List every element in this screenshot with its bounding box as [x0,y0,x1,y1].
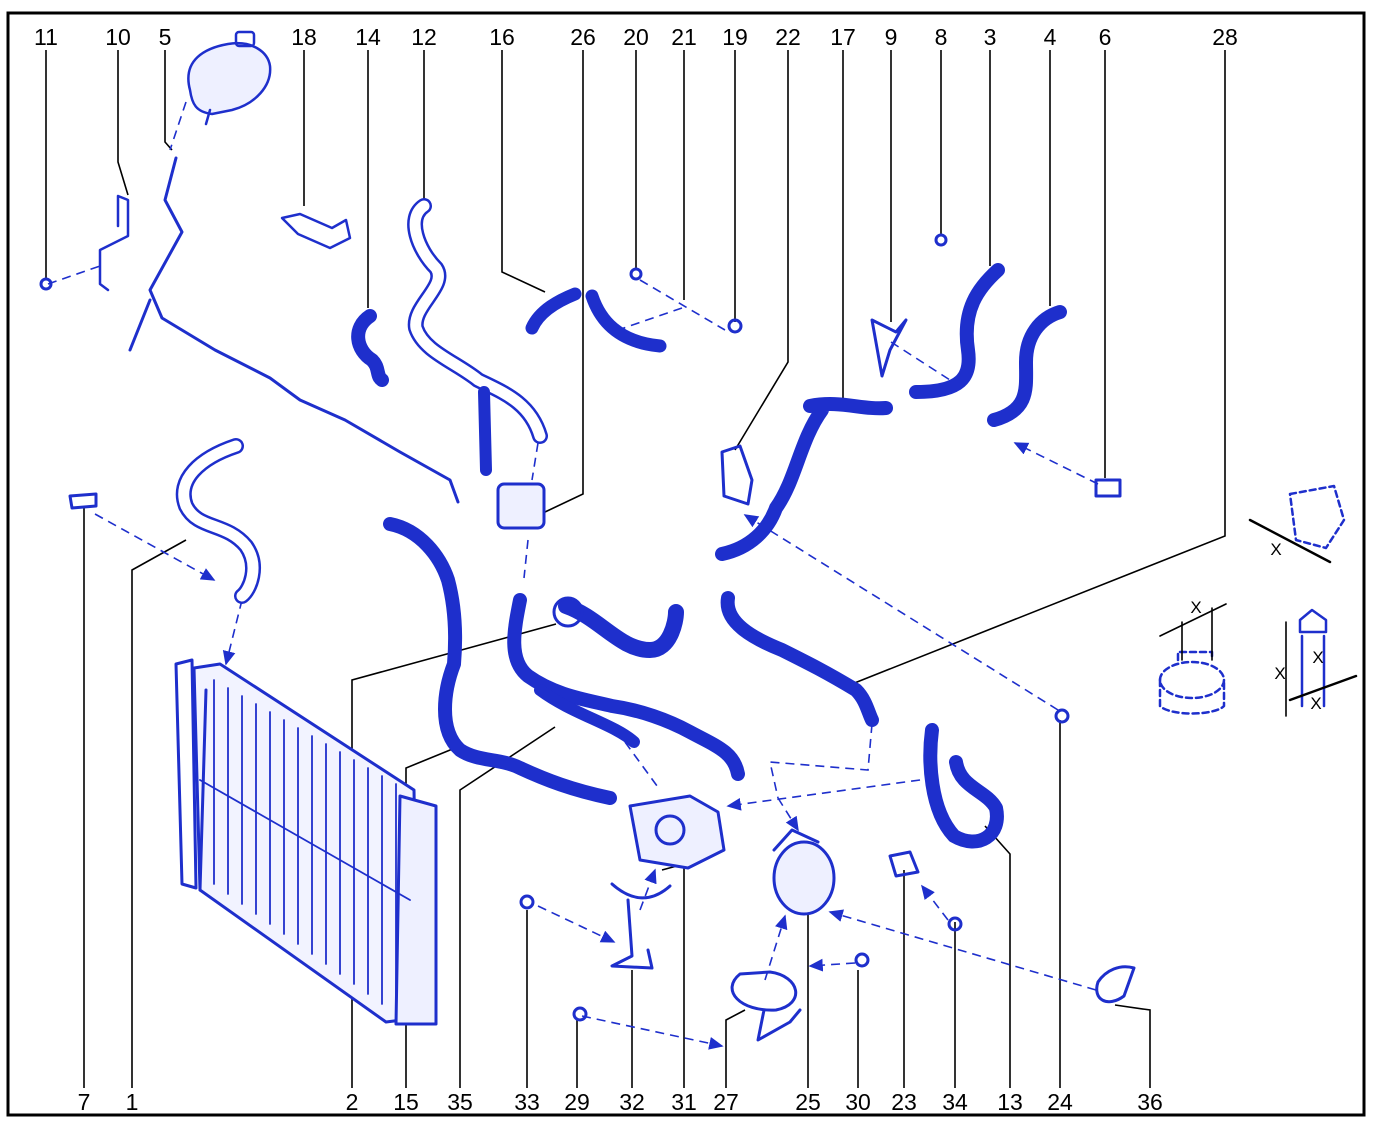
callout-label: 24 [1047,1089,1073,1115]
callout-label: 14 [355,24,381,50]
callout-label: 12 [411,24,437,50]
clip-7 [68,492,98,510]
diagram-border [6,11,1366,1117]
callout-label: 22 [775,24,801,50]
callout-label: 9 [884,24,898,50]
hose-16 [525,287,582,335]
hose-13 [923,723,1004,849]
callout-label: 5 [158,24,172,50]
callout-label: 16 [489,24,515,50]
leader-lines [45,50,1226,1088]
dimension-mark: X [1312,648,1324,667]
callout-label: 15 [393,1089,419,1115]
overflow-pipe [148,156,460,504]
detail-lines [1159,603,1287,717]
hose-14 [351,309,389,387]
bracket-10 [98,194,130,292]
hose-3 [909,263,1005,399]
hose-17 [715,397,893,561]
hose-28 [720,591,879,727]
thermostat-housing-26 [496,482,546,530]
callout-label: 30 [845,1089,871,1115]
components [39,30,1358,1042]
bracket-9 [870,318,908,378]
callout-label: 25 [795,1089,821,1115]
water-outlet-31 [628,794,726,870]
callout-label: 11 [34,24,58,50]
clip-23 [888,850,920,878]
callout-label: 28 [1212,24,1238,50]
callout-label: 20 [623,24,649,50]
callout-label: 1 [125,1089,139,1115]
callout-label: 19 [722,24,748,50]
bolts [39,233,1070,1022]
bracket-22 [720,444,754,506]
detail-hose-end [1248,484,1346,564]
callout-label: 33 [514,1089,540,1115]
callout-label: 17 [830,24,856,50]
radiator [174,658,438,1026]
callout-label: 21 [671,24,697,50]
callout-label: 36 [1137,1089,1163,1115]
strap-27 [730,970,802,1042]
detail-bolt [1288,608,1358,708]
hose-2 [558,598,684,658]
detail-nut [1158,650,1226,715]
clip-36 [1095,965,1136,1004]
expansion-tank [187,30,272,126]
callout-label: 27 [713,1089,739,1115]
callout-label: 31 [671,1089,697,1115]
callout-label: 34 [942,1089,968,1115]
callout-label: 35 [447,1089,473,1115]
callout-label: 32 [619,1089,645,1115]
callout-label: 8 [934,24,948,50]
callout-label: 26 [570,24,596,50]
callout-label: 13 [997,1089,1023,1115]
assembly-dashed-lines [47,101,1099,1050]
callout-label: 6 [1098,24,1112,50]
callout-label: 10 [105,24,131,50]
clip-6 [1094,478,1122,498]
callout-label: 18 [291,24,317,50]
callout-label: 23 [891,1089,917,1115]
callout-label: 29 [564,1089,590,1115]
callout-label: 4 [1043,24,1057,50]
bracket-18 [280,212,352,250]
dimension-mark: X [1274,664,1286,683]
callout-label: 2 [345,1089,359,1115]
hose-15 [383,517,617,805]
bracket-32 [610,882,672,970]
electric-pump-25 [772,828,836,916]
callout-label: 3 [983,24,997,50]
dimension-mark: X [1270,540,1282,559]
callout-label: 7 [77,1089,91,1115]
dimension-mark: X [1190,598,1202,617]
hose-35 [507,593,745,781]
hose-4 [987,305,1067,427]
dimension-mark: X [1310,694,1322,713]
